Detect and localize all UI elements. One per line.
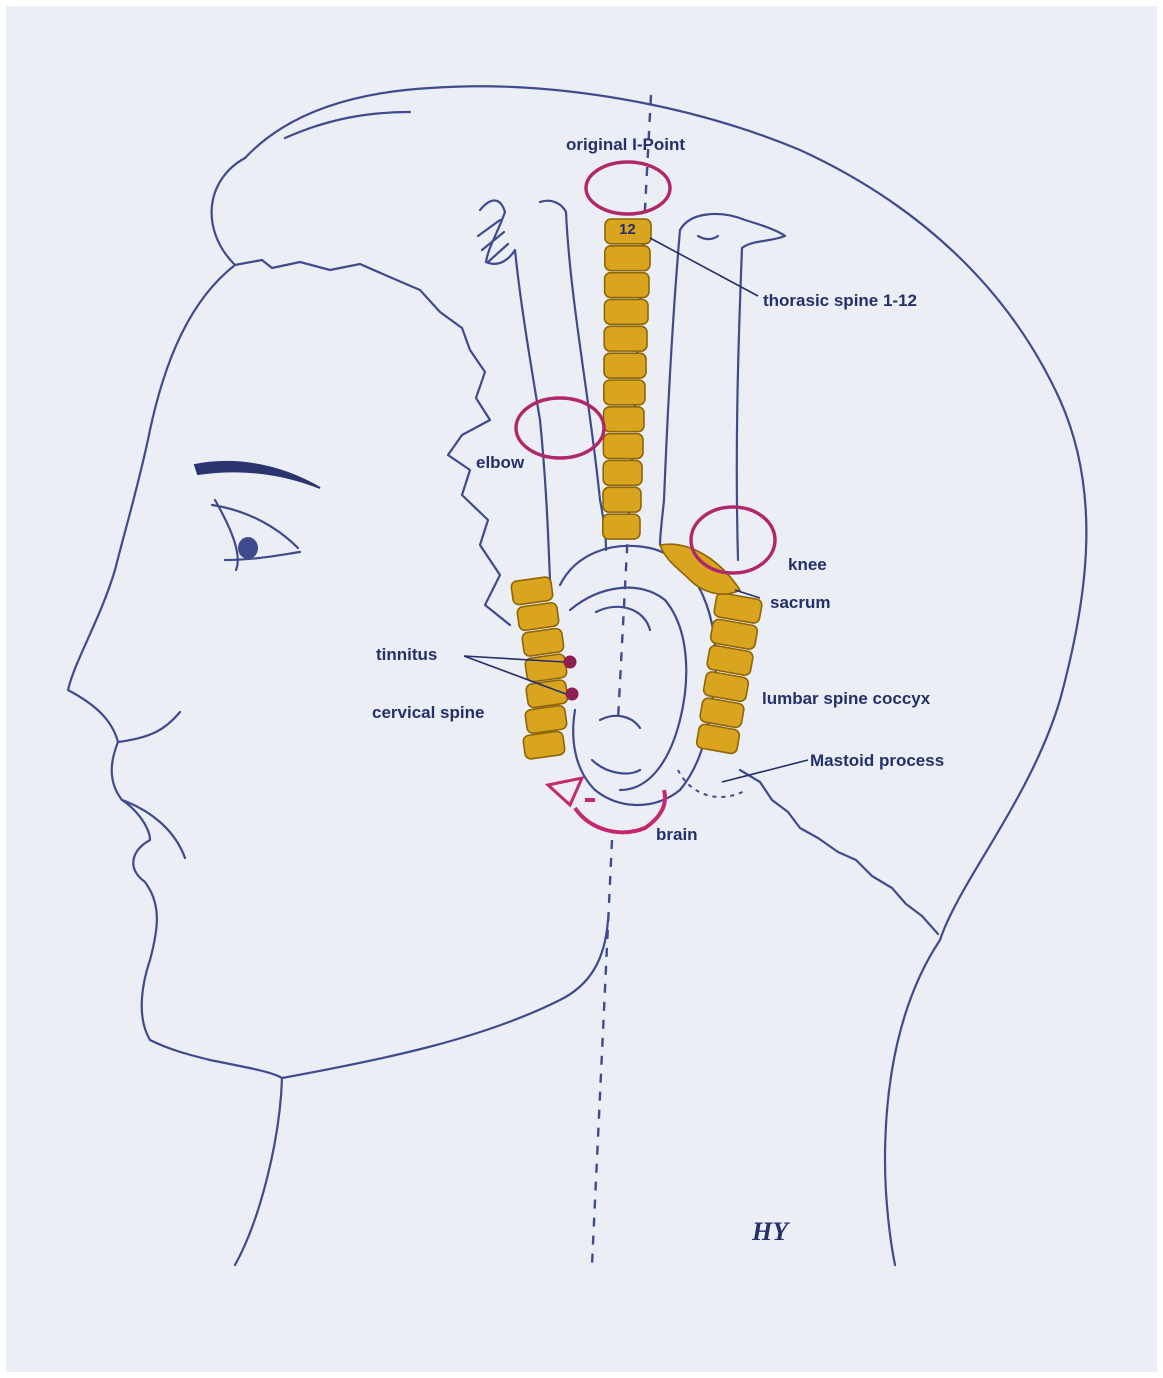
label-knee: knee [788, 555, 827, 574]
cervical-vertebra [525, 705, 568, 734]
thoracic-vertebra [604, 353, 646, 378]
label-cervical-spine: cervical spine [372, 703, 484, 722]
tinnitus-point-lower [566, 688, 579, 701]
thoracic-vertebra [603, 487, 641, 512]
cervical-vertebra [511, 576, 554, 605]
label-brain: brain [656, 825, 698, 844]
label-sacrum: sacrum [770, 593, 830, 612]
thoracic-vertebra [603, 514, 640, 539]
signature: HY [751, 1217, 790, 1246]
label-vertebra-12: 12 [619, 221, 636, 238]
tinnitus-point-upper [564, 656, 577, 669]
poster-background [6, 6, 1157, 1372]
thoracic-vertebra [604, 326, 647, 351]
label-mastoid-process: Mastoid process [810, 751, 944, 770]
cervical-vertebra [523, 731, 566, 760]
label-thoracic-spine: thorasic spine 1-12 [763, 291, 917, 310]
thoracic-vertebra [603, 461, 642, 486]
cervical-vertebra [521, 628, 564, 657]
cervical-vertebra [525, 653, 568, 682]
cervical-vertebra [525, 679, 568, 708]
label-tinnitus: tinnitus [376, 645, 437, 664]
cervical-vertebra [517, 602, 560, 631]
thoracic-vertebra [605, 273, 649, 298]
label-elbow: elbow [476, 453, 525, 472]
thoracic-vertebra [604, 407, 644, 432]
thoracic-vertebra [604, 300, 648, 325]
thoracic-vertebra [605, 246, 650, 271]
label-original-i-point: original I-Point [566, 135, 685, 154]
thoracic-vertebra [604, 380, 645, 405]
thoracic-vertebra [603, 434, 643, 459]
label-lumbar-spine-coccyx: lumbar spine coccyx [762, 689, 931, 708]
